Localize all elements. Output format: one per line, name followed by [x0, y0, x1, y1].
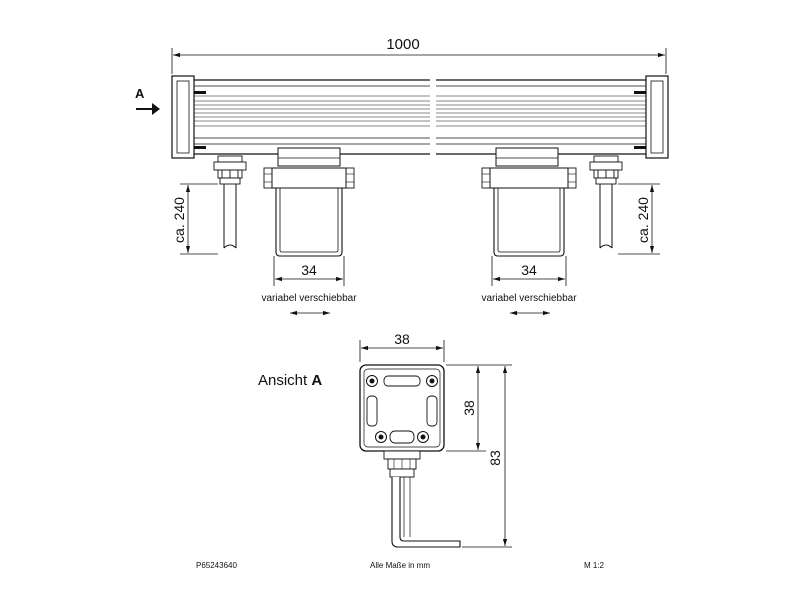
cable-gland-right — [589, 155, 623, 185]
cable-left — [223, 184, 237, 249]
cable-right — [599, 184, 613, 249]
mounting-bracket-left — [263, 147, 355, 257]
cable-length-dimension-left — [180, 183, 218, 255]
cable-length-dimension-right — [618, 183, 660, 255]
view-marker-letter: A — [135, 86, 145, 101]
end-height-label: 38 — [461, 400, 477, 416]
cable-gland-left — [213, 155, 247, 185]
adjust-note-right: variabel verschiebbar — [481, 293, 577, 304]
bracket-width-label-left: 34 — [301, 262, 317, 278]
bracket-width-label-right: 34 — [521, 262, 537, 278]
adjust-note-left: variabel verschiebbar — [261, 293, 357, 304]
profile-bar-left — [171, 75, 430, 159]
end-width-dimension — [359, 340, 445, 362]
view-a-title-letter: A — [311, 372, 322, 389]
scale-note: M 1:2 — [584, 561, 605, 570]
end-height-dimension — [446, 364, 486, 452]
view-a-title-prefix: Ansicht — [258, 372, 308, 389]
mounting-bracket-right — [481, 147, 577, 257]
bracket-width-dimension-left — [273, 256, 345, 286]
view-a-title: Ansicht A — [258, 372, 322, 389]
end-width-label: 38 — [394, 331, 410, 347]
profile-bar-right — [436, 75, 669, 159]
units-note: Alle Maße in mm — [370, 561, 431, 570]
overall-length-label: 1000 — [386, 36, 419, 53]
total-height-dimension — [462, 364, 512, 548]
total-height-label: 83 — [487, 450, 503, 466]
end-view — [359, 364, 461, 548]
part-number: P65243640 — [196, 561, 237, 570]
view-marker: A — [135, 86, 160, 115]
bracket-width-dimension-right — [491, 256, 567, 286]
overall-length-dimension — [171, 48, 667, 74]
cable-length-label-left: ca. 240 — [171, 197, 187, 243]
cable-length-label-right: ca. 240 — [635, 197, 651, 243]
